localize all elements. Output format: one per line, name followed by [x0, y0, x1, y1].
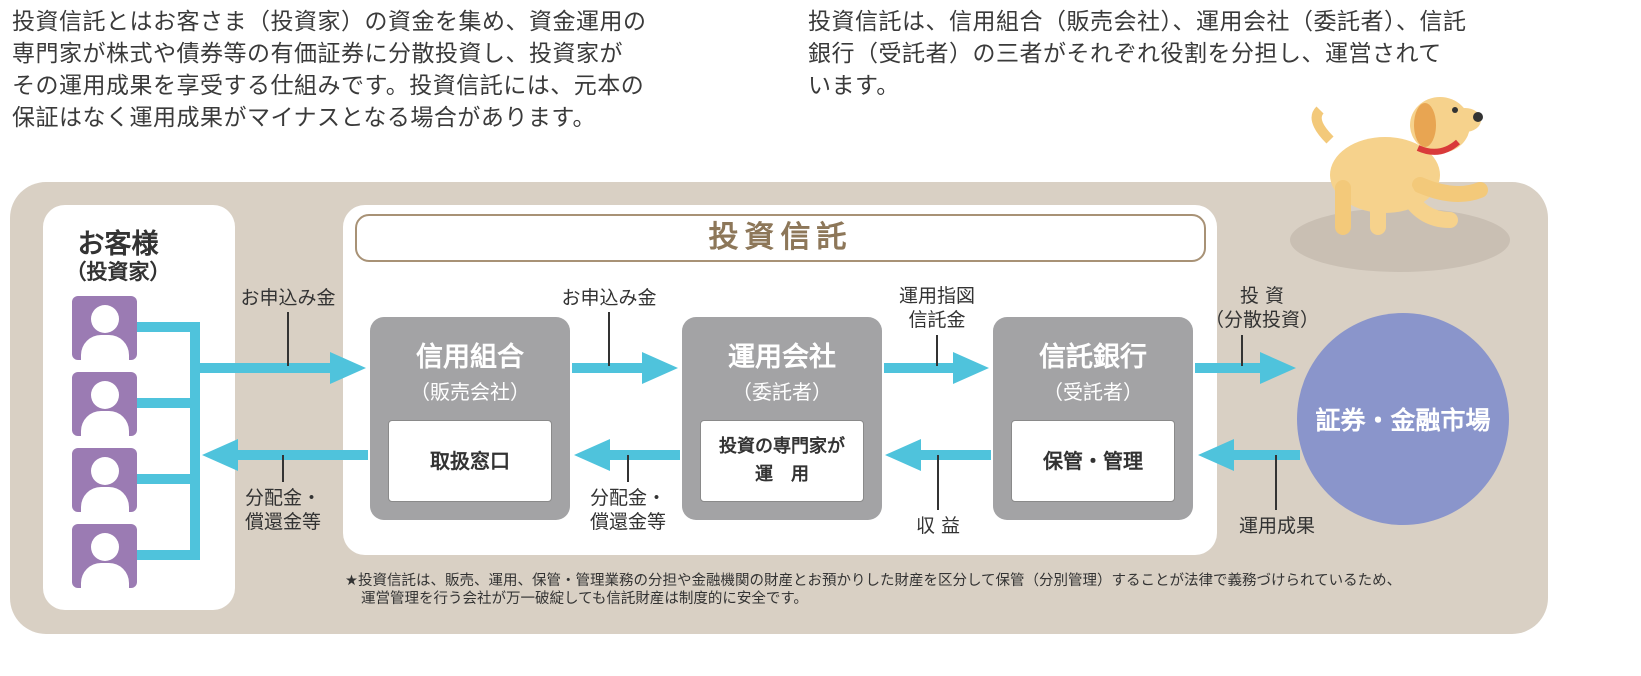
box-title: 信託銀行 [1039, 342, 1147, 373]
label-distribution: 分配金・ 償還金等 [589, 487, 666, 533]
dog-illustration [1290, 97, 1510, 272]
arrow-right [884, 352, 989, 384]
investor-icon [72, 448, 137, 512]
intro-line: 投資信託とはお客さま（投資家）の資金を集め、資金運用の [12, 9, 647, 35]
box-role: 保管・管理 [1011, 420, 1175, 502]
intro-line: 銀行（受託者）の三者がそれぞれ役割を分担し、運営されて [808, 41, 1442, 67]
box-role: 投資の専門家が 運 用 [700, 420, 864, 502]
connector-line [137, 474, 195, 484]
intro-right-text: 投資信託は、信用組合（販売会社）、運用会社（委託者）、信託 銀行（受託者）の三者… [808, 6, 1467, 102]
intro-left-text: 投資信託とはお客さま（投資家）の資金を集め、資金運用の 専門家が株式や債券等の有… [12, 6, 647, 134]
investor-icon [72, 372, 137, 436]
label-profit: 収 益 [915, 515, 961, 537]
arrow-left [1198, 439, 1300, 471]
arrow-right [200, 352, 366, 384]
arrow-right [1195, 352, 1296, 384]
intro-line: 専門家が株式や債券等の有価証券に分散投資し、投資家が [12, 41, 623, 67]
intro-line: 投資信託は、信用組合（販売会社）、運用会社（委託者）、信託 [808, 9, 1467, 35]
label-application-money: お申込み金 [240, 287, 336, 309]
connector-line [190, 322, 200, 560]
connector-line [137, 550, 195, 560]
box-subtitle: （委託者） [732, 380, 832, 404]
trust-bank-box: 信託銀行 （受託者） 保管・管理 [993, 317, 1193, 520]
footnote-line: ★投資信託は、販売、運用、保管・管理業務の分担や金融機関の財産とお預かりした財産… [345, 573, 1402, 589]
intro-line: その運用成果を享受する仕組みです。投資信託には、元本の [12, 73, 645, 99]
footnote-line: 運営管理を行う会社が万一破綻しても信託財産は制度的に安全です。 [361, 591, 808, 607]
arrow-right [572, 352, 678, 384]
credit-union-box: 信用組合 （販売会社） 取扱窓口 [370, 317, 570, 520]
intro-line: います。 [808, 73, 900, 99]
box-title: 運用会社 [728, 342, 836, 373]
connector-line [137, 322, 195, 332]
intro-line: 保証はなく運用成果がマイナスとなる場合があります。 [12, 105, 597, 131]
customer-title: お客様 [77, 229, 159, 260]
box-title: 信用組合 [416, 342, 524, 373]
box-subtitle: （受託者） [1043, 380, 1143, 404]
label-application-money: お申込み金 [561, 287, 657, 309]
management-company-box: 運用会社 （委託者） 投資の専門家が 運 用 [682, 317, 882, 520]
arrow-left [202, 439, 368, 471]
customer-subtitle: （投資家） [65, 260, 171, 284]
securities-market-circle: 証券・金融市場 [1297, 313, 1509, 525]
box-subtitle: （販売会社） [410, 380, 530, 404]
trust-title: 投資信託 [355, 214, 1206, 262]
investor-icon [72, 296, 137, 360]
investor-icon [72, 524, 137, 588]
box-role: 取扱窓口 [388, 420, 552, 502]
label-distribution: 分配金・ 償還金等 [244, 487, 321, 533]
footnote: ★投資信託は、販売、運用、保管・管理業務の分担や金融機関の財産とお預かりした財産… [345, 572, 1401, 608]
label-instruction: 運用指図 信託金 [898, 285, 975, 331]
label-result: 運用成果 [1238, 515, 1315, 537]
label-investment: 投 資 （分散投資） [1204, 285, 1319, 331]
connector-line [137, 398, 195, 408]
